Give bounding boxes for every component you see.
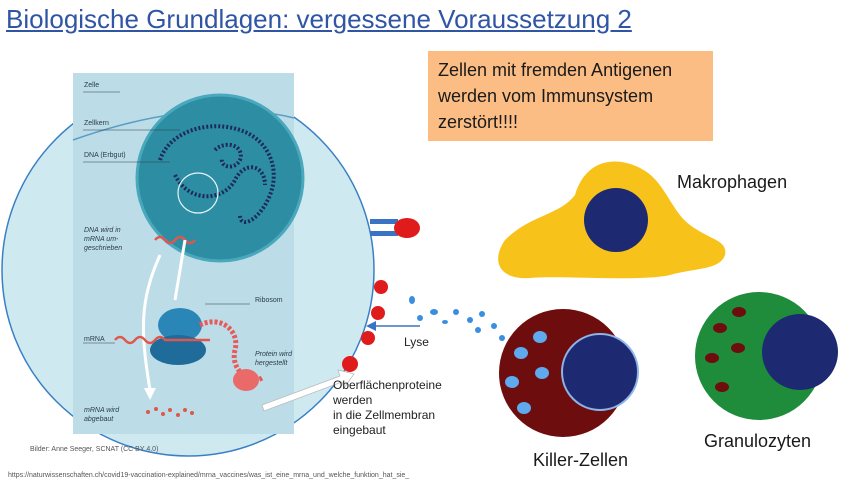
surface-antigens [342,280,388,372]
granulozyt-nucleus [762,314,838,390]
label-oberflaeche-line-1: Oberflächenproteine [333,378,442,392]
slide-title: Biologische Grundlagen: vergessene Vorau… [6,4,632,34]
source-url: https://naturwissenschaften.ch/covid19-v… [8,472,410,479]
label-dna-transcription-line-2: mRNA um- [84,236,119,243]
label-protein: Protein wird hergestellt [255,350,292,368]
ribosome-top [158,308,202,342]
receptor-antigen [394,218,420,238]
protein-chain [198,319,264,383]
label-mrna-degraded-line-2: abgebaut [84,416,114,423]
label-dna-transcription-line-1: DNA wird in [84,227,121,234]
receptor-bottom [370,231,398,236]
label-oberflaeche-line-2: werden [333,393,373,407]
makrophage-nucleus [584,188,648,252]
label-dna: DNA (Erbgut) [84,152,126,159]
lyse-arrow-head [366,321,376,331]
label-dna-transcription: DNA wird in mRNA um- geschrieben [84,226,122,253]
killer-granules [505,331,549,414]
granulozyt-granules [705,307,746,392]
callout-line-1: Zellen mit fremden Antigenen [438,60,673,80]
label-oberflaeche-line-3: in die Zellmembran [333,408,436,422]
lyse-particles [409,296,505,341]
callout-box: Zellen mit fremden Antigenen werden vom … [428,51,713,141]
label-oberflaechenproteine: Oberflächenproteine werden in die Zellme… [333,378,442,438]
arrow-to-ribosome [173,239,187,301]
mrna-strand [114,335,210,345]
arrow-down-head [144,388,156,400]
label-granulozyten: Granulozyten [704,431,812,451]
dna-strand [158,124,276,224]
receptor-top [370,219,398,224]
label-ribosom: Ribosom [255,297,283,304]
label-zellkern: Zellkern [84,120,109,127]
label-makrophagen: Makrophagen [677,172,788,192]
mrna-wave-nucleus [154,235,196,245]
protein-blob [233,369,259,391]
image-credit: Bilder: Anne Seeger, SCNAT (CC BY 4.0) [30,446,159,453]
label-mrna-degraded: mRNA wird abgebaut [84,406,119,424]
label-lyse: Lyse [404,335,429,349]
label-protein-line-2: hergestellt [255,360,288,367]
label-oberflaeche-line-4: eingebaut [333,423,386,437]
label-mrna: mRNA [84,336,105,343]
dna-zoom-ring [177,172,219,214]
label-killer-zellen: Killer-Zellen [533,450,629,470]
ribosome-bottom [150,335,206,365]
leader-lines [83,91,250,344]
arrow-down [141,254,162,391]
arrow-to-surface [261,369,355,412]
nucleus [135,93,305,263]
callout-line-2: werden vom Immunsystem [438,86,654,106]
mrna-degraded [146,407,194,417]
label-protein-line-1: Protein wird [255,351,292,358]
label-zelle: Zelle [84,82,100,89]
callout-line-3: zerstört!!!! [438,112,519,132]
label-dna-transcription-line-3: geschrieben [84,245,123,252]
killer-nucleus [561,333,639,411]
label-mrna-degraded-line-1: mRNA wird [84,407,120,414]
